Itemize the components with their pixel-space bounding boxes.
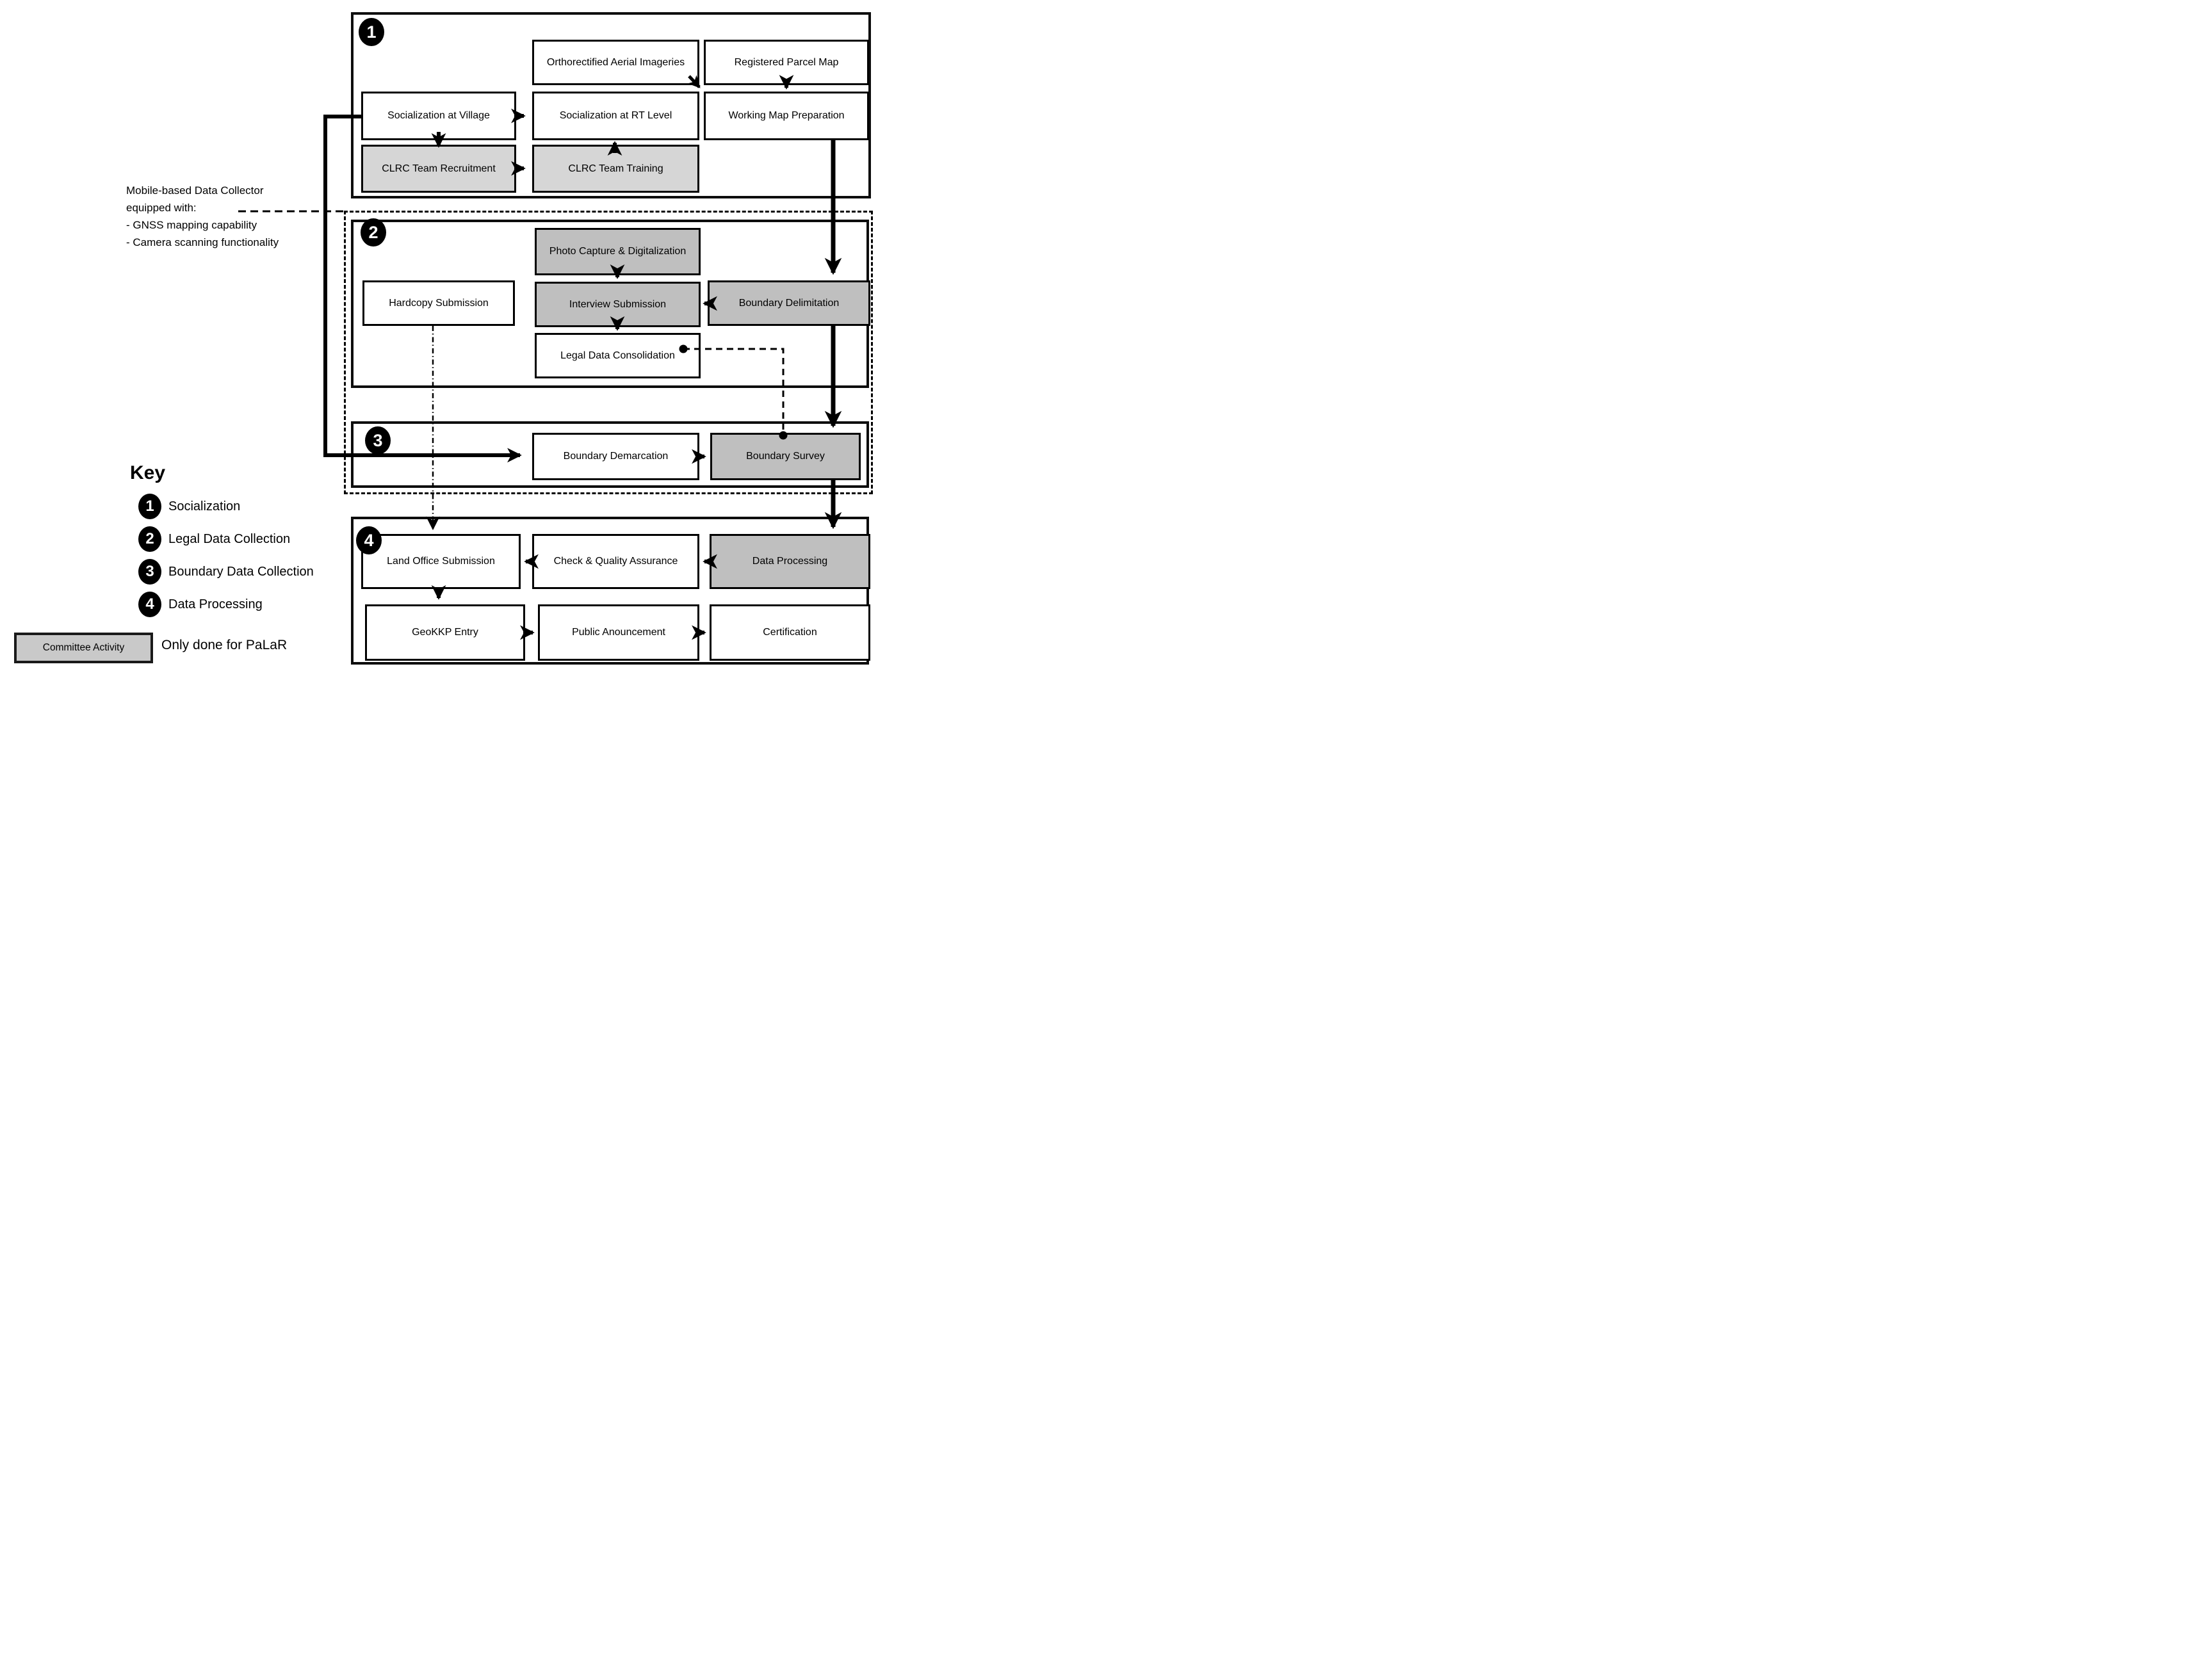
node-land-office-submission: Land Office Submission bbox=[361, 534, 521, 589]
node-interview-submission: Interview Submission bbox=[535, 282, 701, 327]
key-item-label: Data Processing bbox=[168, 597, 263, 611]
annotation-line: - GNSS mapping capability bbox=[126, 219, 257, 231]
flow-diagram: 1 2 3 4 Orthorectified Aerial Imageries … bbox=[0, 0, 875, 672]
legend-committee-activity-box: Committee Activity bbox=[14, 633, 153, 663]
key-badge-2: 2 bbox=[138, 526, 161, 552]
annotation-line: equipped with: bbox=[126, 202, 197, 214]
key-heading: Key bbox=[130, 462, 166, 483]
node-clrc-team-recruitment: CLRC Team Recruitment bbox=[361, 145, 516, 193]
group-1-socialization-container bbox=[351, 12, 871, 198]
group-4-data-processing-container bbox=[351, 517, 869, 665]
key-item-socialization: 1 Socialization bbox=[138, 492, 240, 521]
key-item-legal-data-collection: 2 Legal Data Collection bbox=[138, 525, 290, 553]
node-legal-data-consolidation: Legal Data Consolidation bbox=[535, 333, 701, 378]
mobile-data-collector-annotation: Mobile-based Data Collector equipped wit… bbox=[126, 182, 279, 251]
node-hardcopy-submission: Hardcopy Submission bbox=[362, 280, 515, 326]
node-clrc-team-training: CLRC Team Training bbox=[532, 145, 699, 193]
key-badge-3: 3 bbox=[138, 559, 161, 585]
node-boundary-demarcation: Boundary Demarcation bbox=[532, 433, 699, 480]
key-badge-4: 4 bbox=[138, 592, 161, 617]
node-photo-capture-digitalization: Photo Capture & Digitalization bbox=[535, 228, 701, 275]
group-3-badge: 3 bbox=[365, 426, 391, 455]
group-2-badge: 2 bbox=[361, 218, 386, 246]
node-geokkp-entry: GeoKKP Entry bbox=[365, 604, 525, 661]
annotation-line: - Camera scanning functionality bbox=[126, 236, 279, 248]
key-badge-1: 1 bbox=[138, 494, 161, 519]
key-item-label: Boundary Data Collection bbox=[168, 564, 314, 579]
key-item-label: Socialization bbox=[168, 499, 241, 513]
key-item-label: Legal Data Collection bbox=[168, 531, 291, 546]
key-item-data-processing: 4 Data Processing bbox=[138, 590, 263, 618]
node-certification: Certification bbox=[710, 604, 870, 661]
node-registered-parcel-map: Registered Parcel Map bbox=[704, 40, 869, 85]
group-4-badge: 4 bbox=[356, 526, 382, 554]
node-boundary-survey: Boundary Survey bbox=[710, 433, 861, 480]
key-item-boundary-data-collection: 3 Boundary Data Collection bbox=[138, 558, 314, 586]
legend-committee-note: Only done for PaLaR bbox=[161, 638, 288, 652]
node-orthorectified-aerial-imageries: Orthorectified Aerial Imageries bbox=[532, 40, 699, 85]
node-data-processing: Data Processing bbox=[710, 534, 870, 589]
node-working-map-preparation: Working Map Preparation bbox=[704, 92, 869, 140]
node-socialization-at-village: Socialization at Village bbox=[361, 92, 516, 140]
node-public-anouncement: Public Anouncement bbox=[538, 604, 699, 661]
node-socialization-at-rt-level: Socialization at RT Level bbox=[532, 92, 699, 140]
group-1-badge: 1 bbox=[359, 18, 384, 46]
node-check-quality-assurance: Check & Quality Assurance bbox=[532, 534, 699, 589]
annotation-line: Mobile-based Data Collector bbox=[126, 184, 264, 197]
node-boundary-delimitation: Boundary Delimitation bbox=[708, 280, 870, 326]
